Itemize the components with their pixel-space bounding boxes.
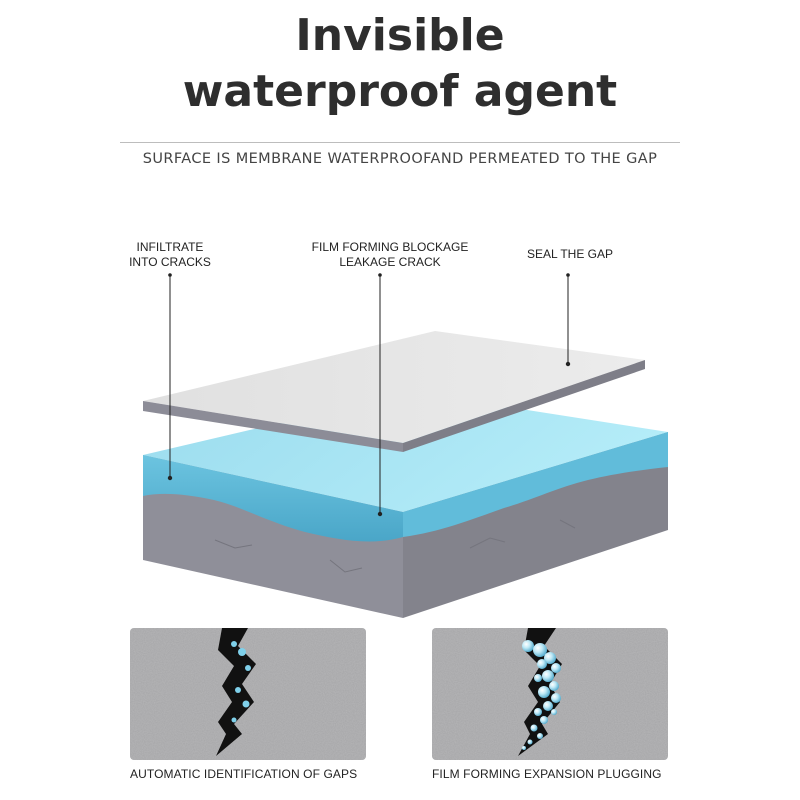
membrane-right-edge <box>403 360 645 452</box>
title-divider <box>120 142 680 143</box>
callout-top-dot-1 <box>168 273 172 277</box>
membrane-top-face <box>143 331 645 443</box>
plugging-panel <box>432 628 668 760</box>
crack-panel <box>130 628 366 760</box>
caption-plugging: FILM FORMING EXPANSION PLUGGING <box>432 767 662 781</box>
layer-diagram <box>143 273 668 618</box>
callout-dot-2 <box>377 511 383 517</box>
callout-infiltrate: INFILTRATE INTO CRACKS <box>129 240 211 269</box>
water-top-face <box>143 392 668 512</box>
callout-film-forming: FILM FORMING BLOCKAGE LEAKAGE CRACK <box>311 240 469 269</box>
page-title: Invisible waterproof agent <box>0 8 800 120</box>
callout-dot-3 <box>565 361 571 367</box>
expansion-bubbles <box>522 640 561 750</box>
concrete-crack-lines <box>214 519 576 573</box>
callout-seal-gap: SEAL THE GAP <box>526 247 614 261</box>
title-line-1: Invisible <box>295 10 505 61</box>
water-right-face <box>403 432 668 537</box>
subtitle: SURFACE IS MEMBRANE WATERPROOFAND PERMEA… <box>142 151 658 167</box>
crack-particles <box>231 641 251 723</box>
concrete-right-face <box>403 432 668 618</box>
title-line-2: waterproof agent <box>182 66 618 117</box>
membrane-front-edge <box>143 401 403 452</box>
water-front-face <box>143 455 403 542</box>
caption-identification: AUTOMATIC IDENTIFICATION OF GAPS <box>130 767 358 781</box>
callout-top-dot-2 <box>378 273 382 277</box>
callout-dot-1 <box>167 475 173 481</box>
callout-top-dot-3 <box>566 273 570 277</box>
